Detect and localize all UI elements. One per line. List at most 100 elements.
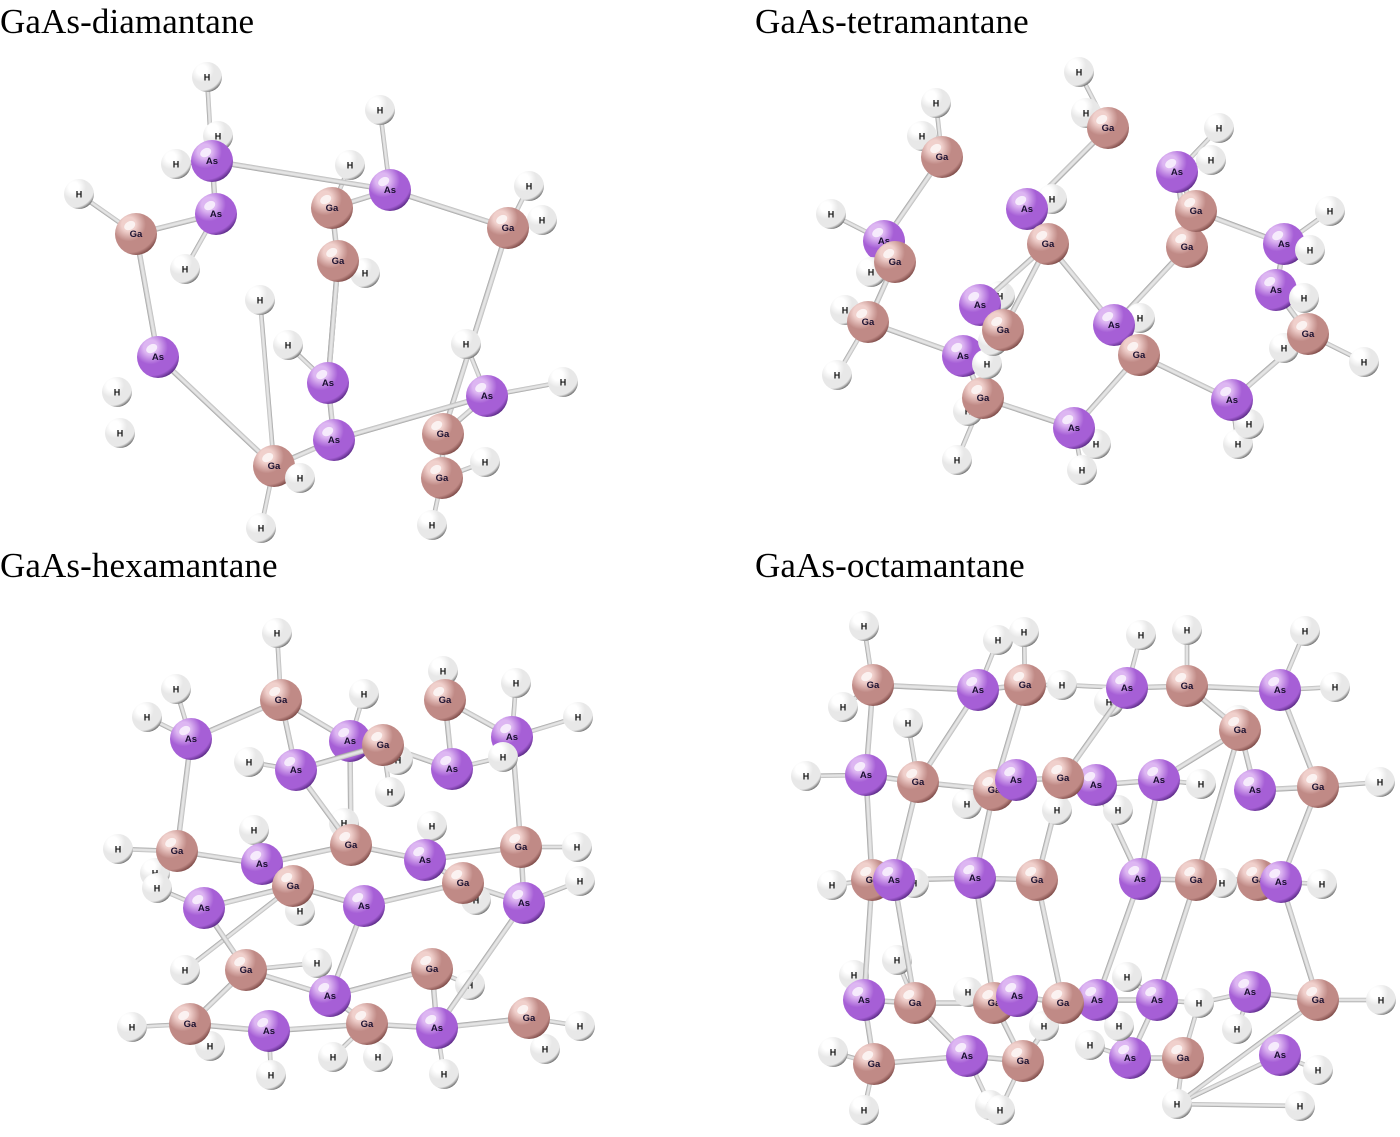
specular-highlight bbox=[536, 1039, 545, 1047]
specular-highlight bbox=[335, 813, 344, 821]
atom-h: H bbox=[335, 150, 365, 180]
specular-highlight bbox=[1326, 677, 1335, 685]
bond bbox=[882, 156, 944, 242]
atom-h: H bbox=[816, 199, 846, 229]
bond bbox=[1155, 879, 1198, 1001]
atom-h: H bbox=[245, 285, 275, 315]
specular-highlight bbox=[1084, 771, 1096, 782]
atom-h: H bbox=[1366, 985, 1396, 1015]
specular-highlight bbox=[852, 986, 864, 997]
bond bbox=[184, 885, 294, 971]
atom-h: H bbox=[1126, 620, 1156, 650]
atom-as: As bbox=[1156, 151, 1198, 193]
specular-highlight bbox=[123, 1017, 132, 1025]
bond bbox=[435, 902, 526, 1029]
specular-highlight bbox=[1264, 276, 1276, 287]
atom-h: H bbox=[527, 205, 557, 235]
atom-as: As bbox=[946, 1035, 988, 1077]
specular-highlight bbox=[1035, 1016, 1044, 1024]
atom-ga: Ga bbox=[962, 377, 1004, 419]
specular-highlight bbox=[1229, 434, 1238, 442]
specular-highlight bbox=[326, 247, 338, 258]
specular-highlight bbox=[1313, 874, 1322, 882]
specular-highlight bbox=[1053, 675, 1062, 683]
atom-ga: Ga bbox=[1297, 979, 1339, 1021]
atom-h: H bbox=[1186, 769, 1216, 799]
atom-ga: Ga bbox=[894, 982, 936, 1024]
specular-highlight bbox=[1127, 341, 1139, 352]
atom-h: H bbox=[1295, 235, 1325, 265]
atom-ga: Ga bbox=[1166, 226, 1208, 268]
specular-highlight bbox=[888, 950, 897, 958]
atom-as: As bbox=[170, 718, 212, 760]
specular-highlight bbox=[862, 1050, 874, 1061]
specular-highlight bbox=[797, 766, 806, 774]
specular-highlight bbox=[824, 1042, 833, 1050]
specular-highlight bbox=[1048, 800, 1057, 808]
atom-h: H bbox=[565, 866, 595, 896]
specular-highlight bbox=[318, 982, 330, 993]
specular-highlight bbox=[1355, 352, 1364, 360]
bond bbox=[1279, 881, 1320, 1001]
atom-as: As bbox=[343, 885, 385, 927]
specular-highlight bbox=[316, 369, 328, 380]
specular-highlight bbox=[845, 965, 854, 973]
bond bbox=[1001, 243, 1050, 331]
specular-highlight bbox=[951, 342, 963, 353]
atom-ga: Ga bbox=[169, 1003, 211, 1045]
atom-h: H bbox=[893, 708, 923, 738]
atom-h: H bbox=[488, 742, 518, 772]
atom-ga: Ga bbox=[422, 413, 464, 455]
atom-h: H bbox=[417, 811, 447, 841]
atom-as: As bbox=[1229, 971, 1271, 1013]
atom-ga: Ga bbox=[225, 949, 267, 991]
specular-highlight bbox=[167, 154, 176, 162]
specular-highlight bbox=[1102, 311, 1114, 322]
atom-as: As bbox=[1259, 1034, 1301, 1076]
specular-highlight bbox=[251, 290, 260, 298]
specular-highlight bbox=[146, 343, 158, 354]
atom-h: H bbox=[822, 360, 852, 390]
specular-highlight bbox=[209, 126, 218, 134]
atom-as: As bbox=[309, 975, 351, 1017]
specular-highlight bbox=[178, 1010, 190, 1021]
specular-highlight bbox=[963, 864, 975, 875]
specular-highlight bbox=[322, 426, 334, 437]
atom-h: H bbox=[828, 692, 858, 722]
specular-highlight bbox=[913, 126, 922, 134]
atom-h: H bbox=[285, 463, 315, 493]
atom-ga: Ga bbox=[1297, 766, 1339, 808]
atom-as: As bbox=[954, 857, 996, 899]
specular-highlight bbox=[507, 673, 516, 681]
specular-highlight bbox=[512, 889, 524, 900]
specular-highlight bbox=[1306, 986, 1318, 997]
bond bbox=[1095, 878, 1142, 1001]
atom-as: As bbox=[1260, 861, 1302, 903]
atom-ga: Ga bbox=[852, 664, 894, 706]
bond bbox=[992, 684, 1027, 791]
bond bbox=[1176, 999, 1319, 1105]
bond bbox=[1073, 354, 1140, 429]
atom-as: As bbox=[1106, 667, 1148, 709]
bond bbox=[174, 738, 194, 852]
atom-h: H bbox=[417, 510, 447, 540]
atom-h: H bbox=[985, 1095, 1015, 1125]
specular-highlight bbox=[856, 308, 868, 319]
atom-h: H bbox=[246, 513, 276, 543]
specular-highlight bbox=[968, 291, 980, 302]
specular-highlight bbox=[509, 833, 521, 844]
bond bbox=[294, 769, 353, 846]
bond bbox=[176, 848, 263, 867]
specular-highlight bbox=[279, 335, 288, 343]
specular-highlight bbox=[423, 816, 432, 824]
specular-highlight bbox=[862, 262, 871, 270]
atom-h: H bbox=[363, 1042, 393, 1072]
specular-highlight bbox=[167, 679, 176, 687]
atom-h: H bbox=[302, 948, 332, 978]
atom-as: As bbox=[1053, 407, 1095, 449]
atom-ga: Ga bbox=[1166, 665, 1208, 707]
molecule-hexamantane: HHHHHHHHHHHHHAsHHGaHHHGaAsGaHAsHHAsHHGaG… bbox=[0, 545, 700, 1137]
atom-h: H bbox=[142, 873, 172, 903]
atom-as: As bbox=[996, 975, 1038, 1017]
